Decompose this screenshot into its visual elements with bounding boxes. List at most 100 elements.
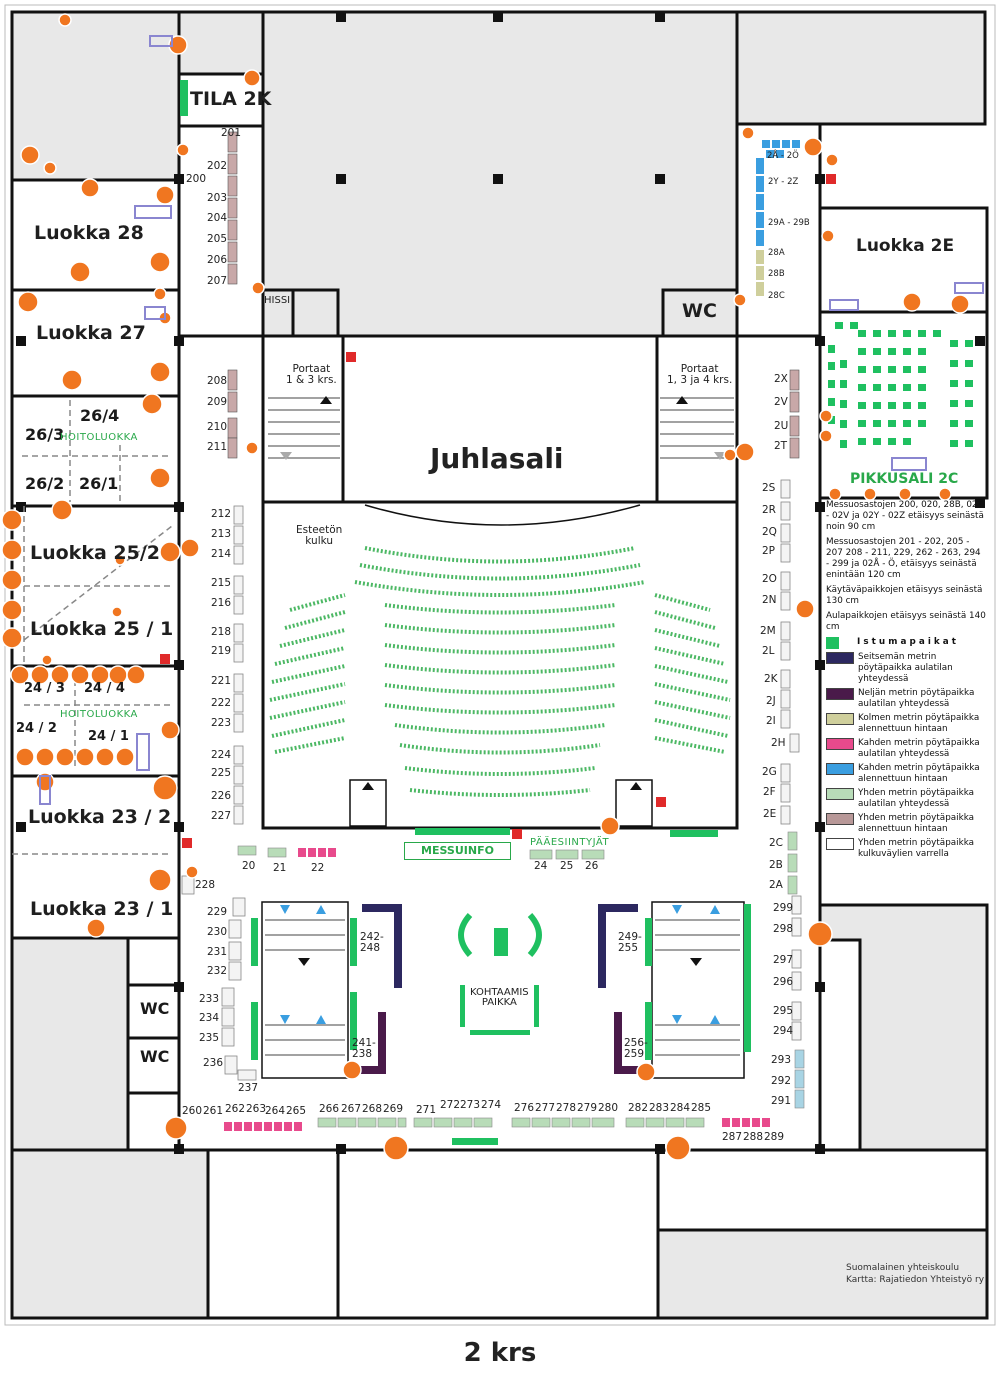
- stand-26[interactable]: 26: [585, 860, 599, 872]
- stand-2y-2z[interactable]: 2Y - 2Z: [768, 177, 799, 187]
- stand-2b[interactable]: 2B: [769, 859, 783, 871]
- room-wc-right[interactable]: WC: [682, 300, 717, 322]
- stand-291[interactable]: 291: [771, 1095, 792, 1107]
- stand-2r[interactable]: 2R: [762, 504, 776, 516]
- stand-204[interactable]: 204: [207, 212, 228, 224]
- room-26-4[interactable]: 26/4: [80, 406, 120, 425]
- stand-28c[interactable]: 28C: [768, 291, 785, 301]
- stand-216[interactable]: 216: [211, 597, 232, 609]
- stand-227[interactable]: 227: [211, 810, 232, 822]
- stand-288[interactable]: 288: [743, 1131, 764, 1143]
- room-24-2[interactable]: 24 / 2: [16, 721, 57, 736]
- stand-2f[interactable]: 2F: [763, 786, 776, 798]
- room-luokka-25-2[interactable]: Luokka 25/2: [30, 542, 160, 564]
- stand-215[interactable]: 215: [211, 577, 232, 589]
- stand-272[interactable]: 272: [440, 1099, 461, 1111]
- stand-20[interactable]: 20: [242, 860, 256, 872]
- stand-298[interactable]: 298: [773, 923, 794, 935]
- room-24-4[interactable]: 24 / 4: [84, 681, 125, 696]
- stand-266[interactable]: 266: [319, 1103, 340, 1115]
- room-luokka-2e[interactable]: Luokka 2E: [856, 236, 955, 256]
- stand-2h[interactable]: 2H: [771, 737, 786, 749]
- room-wc-left-2[interactable]: WC: [140, 1047, 170, 1066]
- stand-230[interactable]: 230: [207, 926, 228, 938]
- stand-2k[interactable]: 2K: [764, 673, 778, 685]
- stand-28a[interactable]: 28A: [768, 248, 785, 258]
- stand-205[interactable]: 205: [207, 233, 228, 245]
- stand-207[interactable]: 207: [207, 275, 228, 287]
- stand-265[interactable]: 265: [286, 1105, 307, 1117]
- stand-2e[interactable]: 2E: [763, 808, 777, 820]
- stand-222[interactable]: 222: [211, 697, 232, 709]
- stand-289[interactable]: 289: [764, 1131, 785, 1143]
- room-26-2[interactable]: 26/2: [25, 474, 65, 493]
- stand-234[interactable]: 234: [199, 1012, 220, 1024]
- stand-263[interactable]: 263: [246, 1103, 267, 1115]
- stand-201[interactable]: 201: [221, 127, 242, 139]
- stand-273[interactable]: 273: [460, 1099, 481, 1111]
- room-luokka-27[interactable]: Luokka 27: [36, 322, 146, 344]
- stand-287[interactable]: 287: [722, 1131, 743, 1143]
- stand-2s[interactable]: 2S: [762, 482, 776, 494]
- stand-279[interactable]: 279: [577, 1102, 598, 1114]
- stand-280[interactable]: 280: [598, 1102, 619, 1114]
- stand-249-255[interactable]: 249-255: [618, 931, 642, 954]
- stand-2m[interactable]: 2M: [760, 625, 776, 637]
- meeting-point-label[interactable]: KOHTAAMIS PAIKKA: [470, 988, 529, 1008]
- stand-283[interactable]: 283: [649, 1102, 670, 1114]
- room-24-3[interactable]: 24 / 3: [24, 681, 65, 696]
- stand-25[interactable]: 25: [560, 860, 574, 872]
- stand-2l[interactable]: 2L: [762, 645, 775, 657]
- stand-24[interactable]: 24: [534, 860, 548, 872]
- stand-242-248[interactable]: 242-248: [360, 931, 384, 954]
- stand-282[interactable]: 282: [628, 1102, 649, 1114]
- stand-285[interactable]: 285: [691, 1102, 712, 1114]
- stand-225[interactable]: 225: [211, 767, 232, 779]
- stand-218[interactable]: 218: [211, 626, 232, 638]
- stand-211[interactable]: 211: [207, 441, 228, 453]
- stand-22[interactable]: 22: [311, 862, 325, 874]
- stand-297[interactable]: 297: [773, 954, 794, 966]
- stand-229[interactable]: 229: [207, 906, 228, 918]
- stand-2i[interactable]: 2I: [766, 715, 776, 727]
- stand-237[interactable]: 237: [238, 1082, 259, 1094]
- stand-278[interactable]: 278: [556, 1102, 577, 1114]
- stand-256-259[interactable]: 256-259: [624, 1037, 648, 1060]
- room-26-3[interactable]: 26/3: [25, 425, 65, 444]
- stand-2t[interactable]: 2T: [774, 440, 788, 452]
- stand-269[interactable]: 269: [383, 1103, 404, 1115]
- stand-260[interactable]: 260: [182, 1105, 203, 1117]
- stand-231[interactable]: 231: [207, 946, 228, 958]
- room-pikkusali-2c[interactable]: PIKKUSALI 2C: [850, 471, 959, 487]
- stand-295[interactable]: 295: [773, 1005, 794, 1017]
- stand-294[interactable]: 294: [773, 1025, 794, 1037]
- stand-277[interactable]: 277: [535, 1102, 556, 1114]
- stand-28b[interactable]: 28B: [768, 269, 785, 279]
- stand-223[interactable]: 223: [211, 717, 232, 729]
- stand-2c[interactable]: 2C: [769, 837, 784, 849]
- stand-206[interactable]: 206: [207, 254, 228, 266]
- stand-29a-29b[interactable]: 29A - 29B: [768, 218, 810, 228]
- stand-262[interactable]: 262: [225, 1103, 246, 1115]
- stand-203[interactable]: 203: [207, 192, 228, 204]
- stand-209[interactable]: 209: [207, 396, 228, 408]
- stand-235[interactable]: 235: [199, 1032, 220, 1044]
- room-luokka-23-2[interactable]: Luokka 23 / 2: [28, 806, 172, 828]
- stand-264[interactable]: 264: [265, 1105, 286, 1117]
- stand-2v[interactable]: 2V: [774, 396, 788, 408]
- room-26-1[interactable]: 26/1: [79, 474, 119, 493]
- stand-232[interactable]: 232: [207, 965, 228, 977]
- stand-2p[interactable]: 2P: [762, 545, 776, 557]
- stand-2n[interactable]: 2N: [762, 594, 777, 606]
- room-tila-2k[interactable]: TILA 2K: [190, 88, 272, 110]
- stand-2x[interactable]: 2X: [774, 373, 788, 385]
- room-hissi[interactable]: HISSI: [264, 295, 291, 306]
- stand-2o[interactable]: 2O: [762, 573, 777, 585]
- stand-292[interactable]: 292: [771, 1075, 792, 1087]
- stand-2g[interactable]: 2G: [762, 766, 777, 778]
- stand-241-238[interactable]: 241-238: [352, 1037, 376, 1060]
- room-24-1[interactable]: 24 / 1: [88, 729, 129, 744]
- stand-2q[interactable]: 2Q: [762, 526, 777, 538]
- stand-2j[interactable]: 2J: [766, 695, 776, 707]
- stand-212[interactable]: 212: [211, 508, 232, 520]
